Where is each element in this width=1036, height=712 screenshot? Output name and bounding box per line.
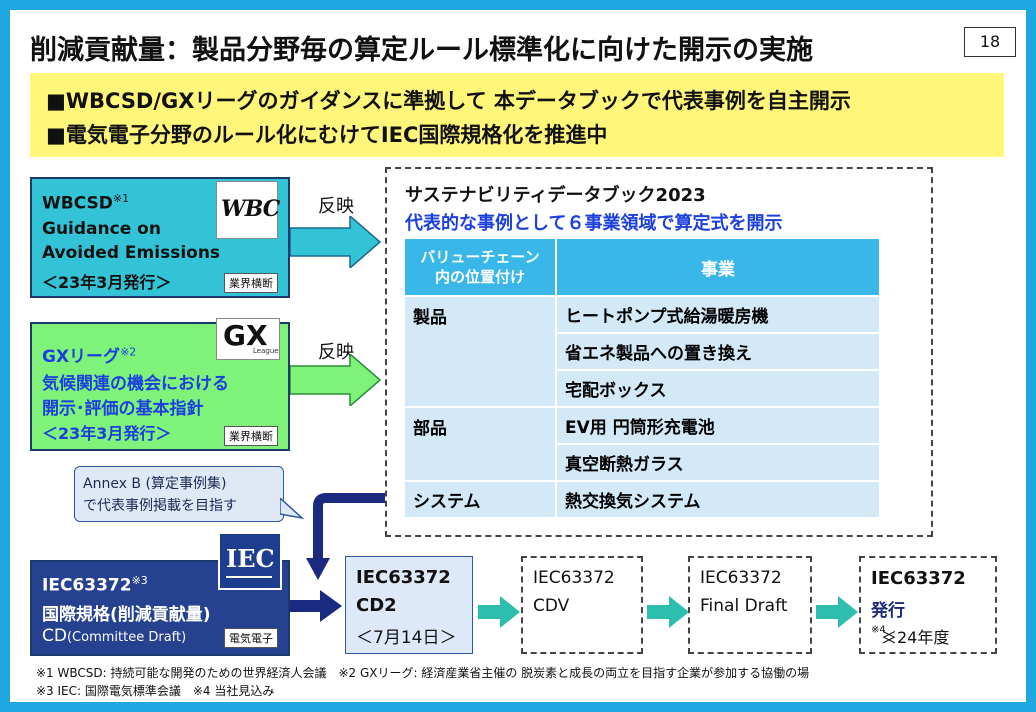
iec-logo: IEC — [218, 532, 282, 590]
pub-line-1: IEC63372 — [871, 568, 966, 589]
iec-line-3: CD(Committee Draft) — [42, 626, 186, 646]
datable-book-box: サステナビリティデータブック2023 代表的な事例として６事業領域で算定式を開示… — [385, 167, 933, 537]
cd2-to-cdv-arrow — [478, 596, 520, 628]
databook-title: サステナビリティデータブック2023 — [405, 185, 706, 206]
header-col1-line1: バリューチェーン — [420, 248, 540, 266]
reflect-arrow-2 — [290, 354, 382, 406]
fd-line-2: Final Draft — [700, 596, 788, 616]
business-table: バリューチェーン 内の位置付け 事業 製品 ヒートポンプ式給湯暖房機 省エネ製品… — [403, 237, 881, 519]
annex-b-callout: Annex B (算定事例集) で代表事例掲載を目指す — [74, 466, 284, 522]
cdv-line-1: IEC63372 — [533, 568, 615, 588]
pub-line-2: 発行 — [871, 601, 905, 621]
pub-date-main: ＜24年度 — [881, 628, 950, 647]
table-item: EV用 円筒形充電池 — [557, 408, 879, 443]
wbcsd-guidance-box: WBCSD※1 Guidance on Avoided Emissions ＜2… — [30, 177, 290, 298]
stage-cd2: IEC63372 CD2 ＜7月14日＞ — [345, 556, 473, 654]
wbcsd-date: ＜23年3月発行＞ — [42, 273, 172, 292]
pub-note-mark: ※4 — [871, 624, 886, 636]
cdv-line-2: CDV — [533, 596, 570, 616]
iec-line-2: 国際規格(削減貢献量) — [42, 605, 211, 625]
wbcsd-note-mark: ※1 — [112, 192, 130, 205]
table-item: 省エネ製品への置き換え — [557, 334, 879, 369]
table-row: 製品 ヒートポンプ式給湯暖房機 — [405, 297, 879, 406]
databook-subtitle: 代表的な事例として６事業領域で算定式を開示 — [405, 213, 783, 234]
gx-tag: 業界横断 — [224, 426, 278, 446]
wbcsd-line-2: Guidance on — [42, 219, 161, 239]
gx-logo: GX League — [216, 318, 280, 360]
table-row: 省エネ製品への置き換え — [405, 334, 879, 369]
table-row: 宅配ボックス — [405, 371, 879, 406]
cd2-line-1: IEC63372 — [356, 567, 451, 588]
wbcsd-logo-text: WBC — [221, 196, 280, 222]
gx-line-2: 気候関連の機会における — [42, 374, 229, 394]
iec-cd-sub: (Committee Draft) — [66, 630, 187, 645]
table-item: 宅配ボックス — [557, 371, 879, 406]
pub-date-close: ＞ — [881, 628, 898, 647]
page-title: 削減貢献量：製品分野毎の算定ルール標準化に向けた開示の実施 — [30, 35, 813, 66]
iec-note-mark: ※3 — [131, 574, 148, 587]
stage-final-draft: IEC63372 Final Draft — [688, 556, 812, 654]
callout-line-1: Annex B (算定事例集) — [83, 476, 227, 492]
summary-banner: ■WBCSD/GXリーグのガイダンスに準拠して 本データブックで代表事例を自主開… — [30, 73, 1004, 157]
wbcsd-line-3: Avoided Emissions — [42, 243, 221, 263]
reflect-label-2: 反映 — [318, 342, 354, 363]
iec-to-cd2-arrow — [290, 590, 342, 622]
footnotes: ※1 WBCSD: 持続可能な開発のための世界経済人会議 ※2 GXリーグ: 経… — [36, 664, 996, 700]
callout-line-2: で代表事例掲載を目指す — [83, 498, 237, 514]
stage-cdv: IEC63372 CDV — [521, 556, 643, 654]
table-cat-parts: 部品 — [405, 408, 555, 480]
gx-line-3: 開示･評価の基本指針 — [42, 399, 204, 419]
callout-pointer — [280, 498, 304, 520]
banner-line-1: ■WBCSD/GXリーグのガイダンスに準拠して 本データブックで代表事例を自主開… — [46, 89, 851, 113]
pub-date: ＜24年度※4＞ — [871, 624, 949, 647]
reflect-arrow-1 — [290, 216, 382, 268]
gx-note-mark: ※2 — [120, 345, 137, 359]
table-item: 熱交換気システム — [557, 482, 879, 517]
footnote-line-2: ※3 IEC: 国際電気標準会議 ※4 当社見込み — [36, 684, 275, 698]
iec-tag: 電気電子 — [224, 628, 278, 648]
footnote-line-1: ※1 WBCSD: 持続可能な開発のための世界経済人会議 ※2 GXリーグ: 経… — [36, 666, 810, 680]
wbcsd-logo: WBC — [216, 181, 280, 239]
page-number: 18 — [964, 27, 1016, 57]
table-item: ヒートポンプ式給湯暖房機 — [557, 297, 879, 332]
table-cat-product: 製品 — [405, 297, 555, 406]
header-col1-line2: 内の位置付け — [434, 268, 525, 286]
iec-cd-label: CD — [42, 626, 67, 646]
gx-name: GXリーグ — [42, 347, 121, 367]
stage-publication: IEC63372 発行 ＜24年度※4＞ — [859, 556, 997, 654]
iec-standard-box: IEC63372※3 国際規格(削減貢献量) CD(Committee Draf… — [30, 560, 290, 656]
banner-line-2: ■電気電子分野のルール化にむけてIEC国際規格化を推進中 — [46, 123, 608, 147]
gx-league-box: GXリーグ※2 気候関連の機会における 開示･評価の基本指針 ＜23年3月発行＞… — [30, 318, 290, 451]
table-item: 真空断熱ガラス — [557, 445, 879, 480]
fd-line-1: IEC63372 — [700, 568, 782, 588]
table-row: システム 熱交換気システム — [405, 482, 879, 517]
cd2-line-2: CD2 — [356, 595, 397, 616]
gx-logo-text: GX — [223, 319, 268, 352]
table-row: 部品 EV用 円筒形充電池 — [405, 408, 879, 480]
fd-to-pub-arrow — [816, 596, 858, 628]
iec-logo-text: IEC — [226, 544, 275, 573]
iec-name: IEC63372 — [42, 575, 132, 596]
wbcsd-tag: 業界横断 — [224, 273, 278, 293]
reflect-label-1: 反映 — [318, 196, 354, 217]
table-cat-system: システム — [405, 482, 555, 517]
gx-date: ＜23年3月発行＞ — [42, 424, 172, 443]
wbcsd-name: WBCSD — [42, 193, 113, 214]
databook-to-iec-arrow — [306, 493, 388, 580]
cdv-to-fd-arrow — [647, 596, 689, 628]
table-header-business: 事業 — [557, 239, 879, 295]
cd2-date: ＜7月14日＞ — [356, 628, 457, 648]
table-row: 真空断熱ガラス — [405, 445, 879, 480]
table-header-position: バリューチェーン 内の位置付け — [405, 239, 555, 295]
gx-logo-sub: League — [253, 347, 279, 355]
